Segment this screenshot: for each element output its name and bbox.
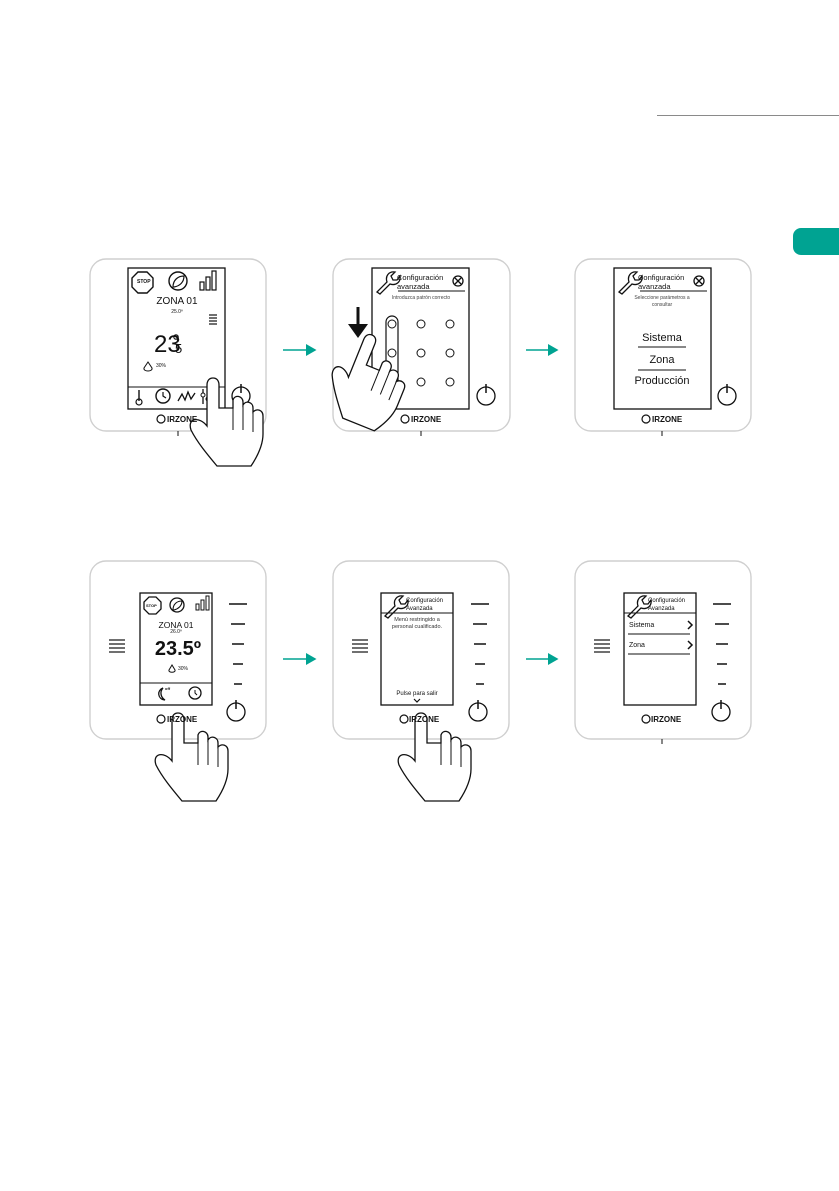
brand-logo: IRZONE bbox=[409, 715, 440, 724]
setpoint: 25.0º bbox=[171, 309, 183, 315]
humidity: 30% bbox=[156, 363, 167, 369]
config-title-2: avanzada bbox=[638, 282, 671, 291]
zone-name: ZONA 01 bbox=[158, 620, 194, 630]
config-title-2: Avanzada bbox=[648, 606, 675, 612]
row1-device1 bbox=[89, 258, 267, 436]
brand-logo: IRZONE bbox=[411, 415, 442, 424]
zone-name: ZONA 01 bbox=[156, 296, 198, 307]
row1-device3 bbox=[574, 258, 752, 436]
option-produccion[interactable]: Producción bbox=[634, 375, 690, 387]
header-rule bbox=[657, 115, 839, 116]
option-zona[interactable]: Zona bbox=[649, 354, 675, 366]
config-title-2: avanzada bbox=[397, 282, 430, 291]
select-hint-1: Seleccione parámetros a bbox=[634, 295, 690, 301]
stop-label: STOP bbox=[146, 603, 157, 608]
brand-logo: IRZONE bbox=[651, 715, 682, 724]
temperature: 23.5º bbox=[154, 638, 202, 660]
stop-label: STOP bbox=[137, 279, 151, 285]
temperature-integer: 23 bbox=[154, 331, 181, 358]
restricted-msg-2: personal cualificado. bbox=[391, 624, 443, 630]
pattern-hint: Introduzca patrón correcto bbox=[391, 295, 451, 301]
config-title-1: Configuración bbox=[648, 598, 686, 604]
temperature-decimal: 5 bbox=[175, 341, 183, 356]
row2-device2 bbox=[332, 560, 510, 744]
humidity: 30% bbox=[178, 666, 189, 672]
config-title-1: Configuración bbox=[638, 273, 685, 282]
config-title-1: Configuración bbox=[406, 598, 444, 604]
select-hint-2: consultar bbox=[651, 302, 673, 308]
brand-logo: IRZONE bbox=[167, 715, 198, 724]
row2-device1 bbox=[89, 560, 267, 744]
option-sistema[interactable]: Sistema bbox=[629, 622, 655, 629]
option-zona[interactable]: Zona bbox=[629, 642, 645, 649]
brand-logo: IRZONE bbox=[167, 415, 198, 424]
language-tab[interactable] bbox=[793, 228, 839, 255]
sleep-label: off bbox=[165, 686, 171, 691]
brand-logo: IRZONE bbox=[652, 415, 683, 424]
exit-hint[interactable]: Pulse para salir bbox=[396, 691, 438, 697]
restricted-msg-1: Menú restringido a bbox=[394, 617, 440, 623]
setpoint: 26.0º bbox=[170, 629, 182, 635]
config-title-2: Avanzada bbox=[406, 606, 433, 612]
row2-device3 bbox=[574, 560, 752, 744]
option-sistema[interactable]: Sistema bbox=[642, 332, 682, 344]
config-title-1: Configuración bbox=[397, 273, 444, 282]
